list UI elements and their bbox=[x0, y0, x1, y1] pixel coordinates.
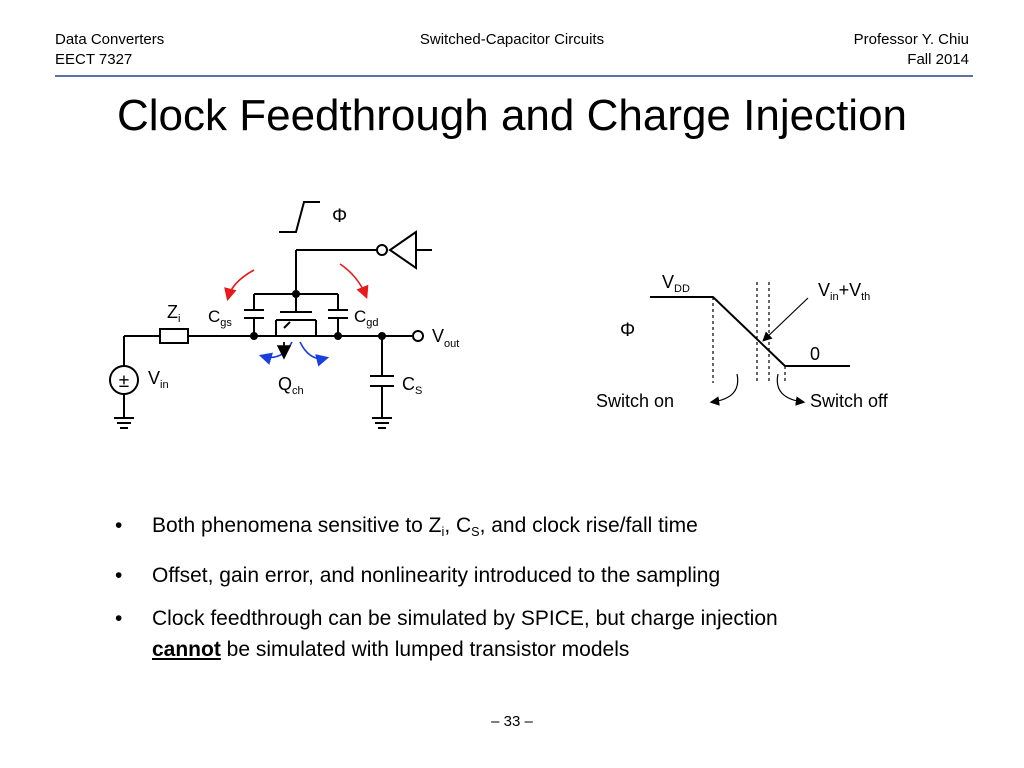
term: Fall 2014 bbox=[907, 51, 969, 68]
phi-label: Φ bbox=[332, 206, 347, 227]
waveform-phi-label: Φ bbox=[620, 320, 635, 341]
cgs-feedthrough-arrow bbox=[224, 269, 255, 302]
cgs-label: Cgs bbox=[208, 307, 232, 329]
circuit-nodes bbox=[250, 290, 386, 340]
header-right: Professor Y. Chiu Fall 2014 bbox=[854, 30, 969, 70]
cgd-feedthrough-arrow bbox=[339, 263, 369, 299]
clock-edge-icon bbox=[279, 201, 320, 233]
sampling-circuit bbox=[109, 201, 432, 429]
switch-off-arrow bbox=[776, 373, 806, 406]
zi-label: Zi bbox=[167, 302, 180, 325]
header-left: Data Converters EECT 7327 bbox=[55, 30, 164, 70]
header-topic: Switched-Capacitor Circuits bbox=[419, 31, 605, 48]
qch-left-arrow bbox=[258, 341, 293, 365]
bullet-item: • Both phenomena sensitive to Zi, CS, an… bbox=[115, 510, 975, 548]
vinvth-pointer bbox=[762, 297, 809, 342]
switch-on-arrow bbox=[709, 373, 739, 406]
header-rule bbox=[55, 75, 973, 77]
instructor-name: Professor Y. Chiu bbox=[853, 31, 969, 48]
emphasis-cannot: cannot bbox=[152, 637, 221, 661]
vin-vth-label: Vin+Vth bbox=[818, 280, 870, 303]
vdd-label: VDD bbox=[662, 272, 690, 295]
bullet-item: • Offset, gain error, and nonlinearity i… bbox=[115, 560, 975, 591]
slide-title: Clock Feedthrough and Charge Injection bbox=[116, 91, 908, 140]
switch-on-label: Switch on bbox=[596, 391, 674, 411]
course-name: Data Converters bbox=[55, 31, 165, 48]
switch-off-label: Switch off bbox=[810, 391, 889, 411]
zero-label: 0 bbox=[810, 344, 820, 364]
bullet-list: • Both phenomena sensitive to Zi, CS, an… bbox=[115, 510, 975, 677]
page-number: – 33 – bbox=[491, 713, 533, 730]
bullet-marker: • bbox=[115, 606, 123, 630]
vout-label: Vout bbox=[432, 326, 459, 350]
bullet-marker: • bbox=[115, 563, 123, 587]
course-code: EECT 7327 bbox=[55, 51, 133, 68]
qch-right-arrow bbox=[299, 341, 330, 367]
vin-label: Vin bbox=[148, 368, 169, 391]
bullet-marker: • bbox=[115, 514, 123, 537]
source-symbol: ± bbox=[119, 371, 129, 392]
buffer-icon bbox=[388, 230, 417, 270]
bullet-item: • Clock feedthrough can be simulated by … bbox=[115, 603, 975, 665]
cgd-label: Cgd bbox=[354, 307, 379, 329]
qch-label: Qch bbox=[278, 374, 304, 397]
clock-waveform bbox=[650, 296, 850, 367]
cs-label: CS bbox=[402, 374, 422, 397]
